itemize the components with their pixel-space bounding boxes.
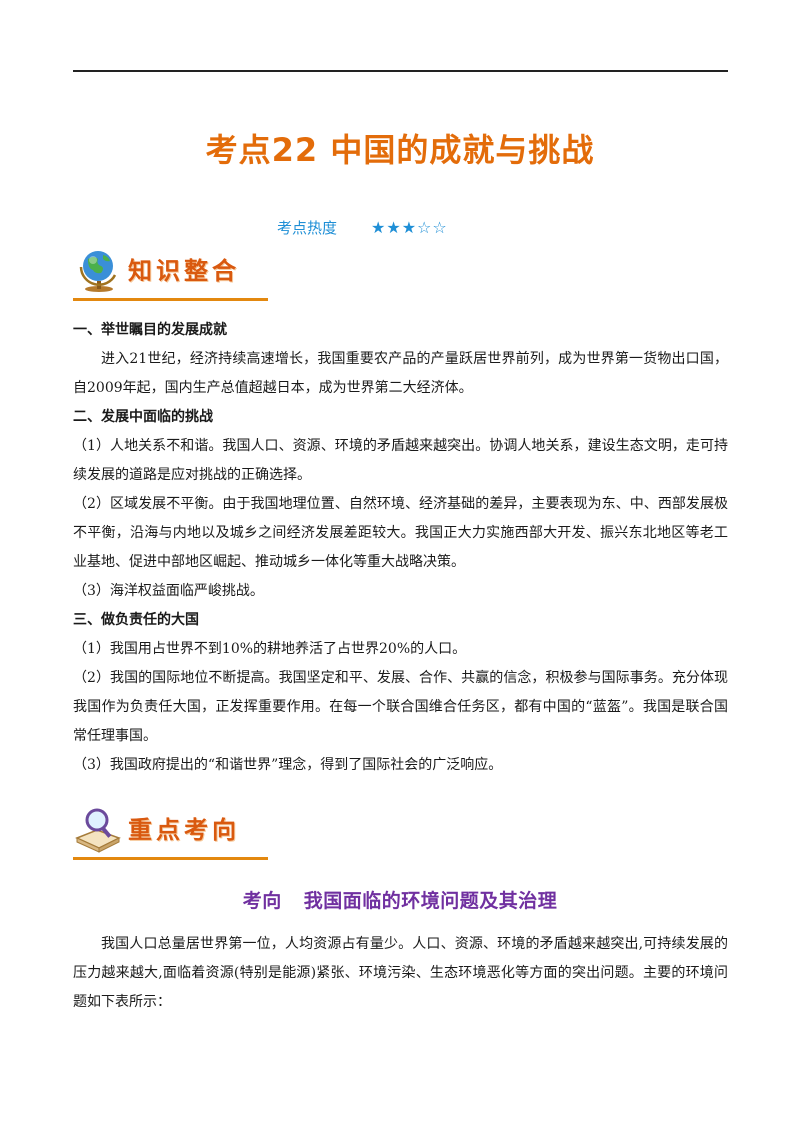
subheading-responsibility: 三、做负责任的大国 [73,612,199,628]
section-underline [73,298,268,301]
heat-label: 考点热度 [277,218,338,237]
globe-icon [73,245,123,295]
topic-heading: 考向我国面临的环境问题及其治理 [0,886,800,913]
topic-title: 我国面临的环境问题及其治理 [303,890,558,912]
section-banner-focus: 重点考向 [73,804,268,862]
heat-stars: ★★★☆☆ [371,217,448,237]
paragraph: （3）我国政府提出的“和谐世界”理念，得到了国际社会的广泛响应。 [73,757,503,773]
section-title-knowledge: 知识整合 [128,257,240,285]
header-rule [73,70,728,72]
section-title-focus: 重点考向 [128,816,240,844]
subheading-achievements: 一、举世瞩目的发展成就 [73,322,227,338]
magnifier-book-icon [73,804,123,854]
paragraph: （1）人地关系不和谐。我国人口、资源、环境的矛盾越来越突出。协调人地关系，建设生… [73,438,728,483]
paragraph: （3）海洋权益面临严峻挑战。 [73,583,264,599]
paragraph: （2）区域发展不平衡。由于我国地理位置、自然环境、经济基础的差异，主要表现为东、… [73,496,728,570]
section-underline [73,857,268,860]
subheading-challenges: 二、发展中面临的挑战 [73,409,213,425]
paragraph: （1）我国用占世界不到10%的耕地养活了占世界20%的人口。 [73,641,467,657]
heat-rating: 考点热度 ★★★☆☆ [277,216,448,238]
paragraph: 进入21世纪，经济持续高速增长，我国重要农产品的产量跃居世界前列，成为世界第一货… [73,351,728,396]
topic-prefix: 考向 [242,890,282,912]
paragraph: （2）我国的国际地位不断提高。我国坚定和平、发展、合作、共赢的信念，积极参与国际… [73,670,728,744]
section-banner-knowledge: 知识整合 [73,245,268,303]
page-title: 考点22 中国的成就与挑战 [205,131,595,169]
paragraph: 我国人口总量居世界第一位，人均资源占有量少。人口、资源、环境的矛盾越来越突出,可… [73,936,728,1010]
knowledge-content: 一、举世瞩目的发展成就 进入21世纪，经济持续高速增长，我国重要农产品的产量跃居… [73,316,728,780]
topic-content: 我国人口总量居世界第一位，人均资源占有量少。人口、资源、环境的矛盾越来越突出,可… [73,930,728,1017]
